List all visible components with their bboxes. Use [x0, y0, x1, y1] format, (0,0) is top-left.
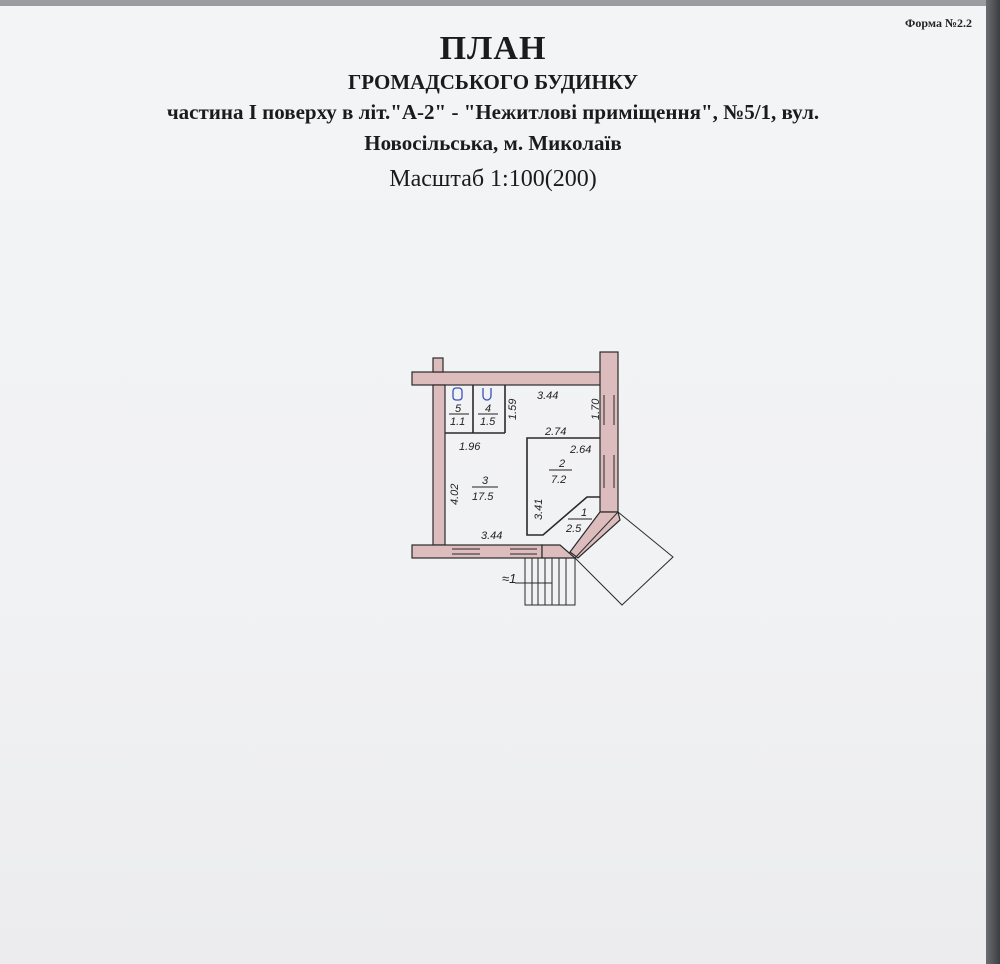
description-line-2: Новосільська, м. Миколаїв [364, 131, 622, 155]
room-number: 5 [455, 403, 462, 415]
toilet-icon [482, 388, 492, 401]
dim-top-width: 3.44 [537, 390, 558, 402]
room-number: 3 [482, 475, 489, 487]
room-2: 2 7.2 [549, 458, 572, 486]
sanitary-fixtures [452, 387, 492, 401]
partitions [445, 385, 600, 536]
photo-edge-top [0, 0, 1000, 6]
room-area: 1.1 [450, 416, 465, 428]
room-1: 1 2.5 [565, 507, 592, 535]
dim-bottom-width: 3.44 [481, 530, 502, 542]
room-number: 4 [485, 403, 491, 415]
porch [515, 511, 674, 606]
washbasin-icon [452, 387, 463, 401]
dim-left-height: 4.02 [449, 484, 461, 505]
dim-room2-width: 2.74 [544, 426, 566, 438]
room-number: 1 [581, 507, 587, 519]
wall-bottom [411, 544, 543, 559]
room-5: 5 1.1 [449, 403, 469, 428]
document-subtitle: ГРОМАДСЬКОГО БУДИНКУ [347, 70, 639, 94]
room-3: 3 17.5 [472, 475, 498, 503]
dim-room2-left: 3.41 [533, 499, 545, 520]
room-4: 4 1.5 [478, 403, 498, 428]
document-title: ПЛАН [439, 30, 547, 67]
wall-left [432, 384, 446, 546]
room-area: 7.2 [551, 474, 566, 486]
wall-top [411, 371, 607, 386]
description-line-1: частина I поверху в літ."А-2" - "Нежитло… [166, 100, 820, 124]
photo-edge-right [986, 0, 1000, 964]
dim-right-upper: 1.70 [590, 398, 602, 420]
scale-label: Масштаб 1:100(200) [389, 166, 597, 192]
walls [411, 351, 621, 559]
dim-bath-height: 1.59 [507, 399, 519, 420]
windows [452, 395, 615, 555]
wall-stub-top-left [432, 357, 444, 373]
room-area: 17.5 [472, 491, 494, 503]
form-number: Форма №2.2 [905, 16, 972, 30]
room-number: 2 [558, 458, 565, 470]
dim-bath-width: 1.96 [459, 441, 481, 453]
room-area: 1.5 [480, 416, 496, 428]
wall-right [599, 351, 619, 513]
dim-room2-right: 2.64 [569, 444, 591, 456]
room-area: 2.5 [565, 523, 582, 535]
document-page [0, 6, 986, 964]
entrance-label: ≈1 [502, 571, 516, 586]
